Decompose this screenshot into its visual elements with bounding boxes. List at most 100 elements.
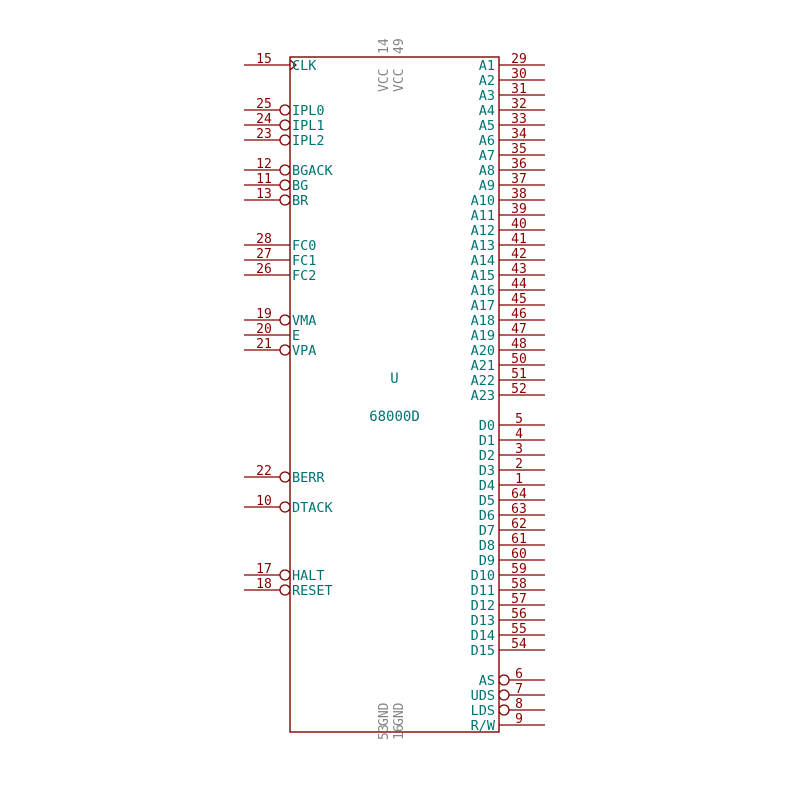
pin-a19: 47 A19 bbox=[471, 322, 545, 344]
power-pin-name: VCC bbox=[392, 69, 407, 92]
pin-number: 17 bbox=[256, 562, 272, 577]
pin-number: 44 bbox=[511, 277, 527, 292]
power-pin-number: 14 bbox=[377, 38, 392, 54]
pin-number: 50 bbox=[511, 352, 527, 367]
pin-number: 52 bbox=[511, 382, 527, 397]
inversion-bubble bbox=[279, 164, 291, 176]
pin-name: A18 bbox=[471, 313, 495, 329]
pin-number: 55 bbox=[511, 622, 527, 637]
pin-number: 12 bbox=[256, 157, 272, 172]
pin-number: 15 bbox=[256, 52, 272, 67]
pin-name: IPL2 bbox=[292, 133, 325, 149]
pin-name: A10 bbox=[471, 193, 495, 209]
pin-name: A7 bbox=[479, 148, 495, 164]
pin-number: 46 bbox=[511, 307, 527, 322]
component-value: 68000D bbox=[369, 409, 420, 425]
pin-number: 34 bbox=[511, 127, 527, 142]
pin-d10: 59 D10 bbox=[471, 562, 545, 584]
pin-name: LDS bbox=[471, 703, 495, 719]
clock-marker bbox=[289, 59, 298, 71]
pin-name: A12 bbox=[471, 223, 495, 239]
component-reference: U bbox=[390, 371, 398, 387]
pin-number: 61 bbox=[511, 532, 527, 547]
pin-name: BR bbox=[292, 193, 309, 209]
pin-number: 57 bbox=[511, 592, 527, 607]
pin-number: 20 bbox=[256, 322, 272, 337]
pin-name: FC0 bbox=[292, 238, 316, 254]
pin-name: D9 bbox=[479, 553, 495, 569]
pin-name: D6 bbox=[479, 508, 495, 524]
pin-name: D11 bbox=[471, 583, 495, 599]
pin-name: BERR bbox=[292, 470, 325, 486]
power-pin-name: GND bbox=[392, 702, 407, 726]
pin-name: A6 bbox=[479, 133, 495, 149]
pin-number: 1 bbox=[515, 472, 523, 487]
pin-number: 33 bbox=[511, 112, 527, 127]
pin-name: D7 bbox=[479, 523, 495, 539]
inversion-bubble bbox=[279, 584, 291, 596]
pin-name: A16 bbox=[471, 283, 495, 299]
inversion-bubble bbox=[279, 104, 291, 116]
pin-name: D10 bbox=[471, 568, 495, 584]
pin-number: 9 bbox=[515, 712, 523, 727]
pin-d1: 4 D1 bbox=[479, 427, 545, 449]
pin-a16: 44 A16 bbox=[471, 277, 545, 299]
pin-name: A17 bbox=[471, 298, 495, 314]
pin-name: D1 bbox=[479, 433, 495, 449]
pin-d2: 3D2 bbox=[479, 442, 545, 464]
pin-number: 42 bbox=[511, 247, 527, 262]
pin-number: 35 bbox=[511, 142, 527, 157]
pin-name: A14 bbox=[471, 253, 495, 269]
pin-number: 41 bbox=[511, 232, 527, 247]
pin-name: D0 bbox=[479, 418, 495, 434]
pin-name: A11 bbox=[471, 208, 495, 224]
pin-number: 5 bbox=[515, 412, 523, 427]
inversion-bubble bbox=[498, 674, 510, 686]
pin-number: 13 bbox=[256, 187, 272, 202]
pin-name: A8 bbox=[479, 163, 495, 179]
inversion-bubble bbox=[279, 134, 291, 146]
pin-number: 31 bbox=[511, 82, 527, 97]
pin-name: A9 bbox=[479, 178, 495, 194]
pin-name: RESET bbox=[292, 583, 333, 599]
pin-number: 7 bbox=[515, 682, 523, 697]
pin-name: CLK bbox=[292, 58, 317, 74]
inversion-bubble bbox=[279, 471, 291, 483]
pin-a18: 46 A18 bbox=[471, 307, 545, 329]
pin-d12: 57 D12 bbox=[471, 592, 545, 614]
pin-name: D4 bbox=[479, 478, 495, 494]
pin-number: 11 bbox=[256, 172, 272, 187]
pin-number: 59 bbox=[511, 562, 527, 577]
pin-name: D12 bbox=[471, 598, 495, 614]
pin-name: A15 bbox=[471, 268, 495, 284]
pin-number: 48 bbox=[511, 337, 527, 352]
pin-number: 4 bbox=[515, 427, 523, 442]
pin-name: A19 bbox=[471, 328, 495, 344]
pin-name: D14 bbox=[471, 628, 495, 644]
pin-number: 47 bbox=[511, 322, 527, 337]
pin-number: 6 bbox=[515, 667, 523, 682]
